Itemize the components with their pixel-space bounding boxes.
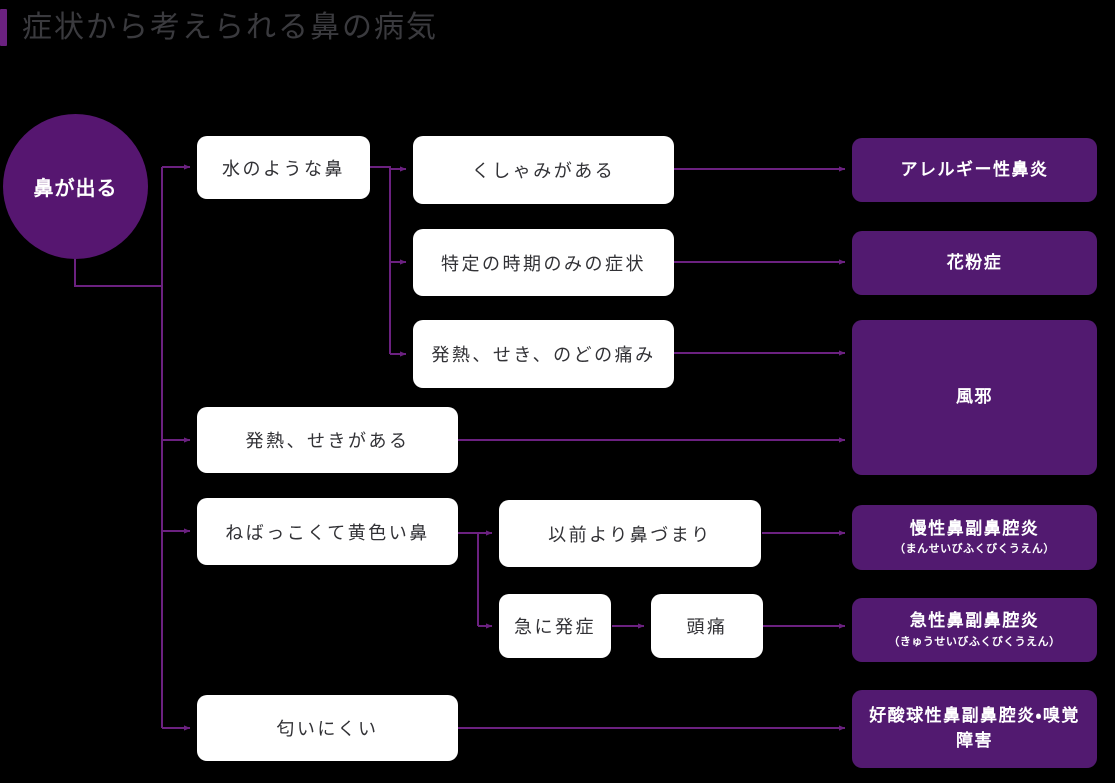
node-symptom-worse-congestion[interactable]: 以前より鼻づまり: [499, 500, 761, 567]
node-root-symptom[interactable]: 鼻が出る: [3, 114, 148, 259]
node-symptom-fever-cough[interactable]: 発熱、せきがある: [197, 407, 458, 473]
node-label: アレルギー性鼻炎: [900, 159, 1049, 179]
node-disease-acute-sinusitis[interactable]: 急性鼻副鼻腔炎 （きゅうせいびふくびくうえん）: [852, 598, 1097, 662]
node-disease-chronic-sinusitis[interactable]: 慢性鼻副鼻腔炎 （まんせいびふくびくうえん）: [852, 505, 1097, 570]
node-label: 好酸球性鼻副鼻腔炎・嗅覚障害: [869, 706, 1080, 750]
node-symptom-hard-to-smell[interactable]: 匂いにくい: [197, 695, 458, 761]
node-label: 発熱、せきがある: [245, 431, 410, 451]
node-label: ねばっこくて黄色い鼻: [225, 522, 430, 543]
node-label: 風邪: [956, 387, 993, 407]
node-label: 特定の時期のみの症状: [441, 253, 646, 274]
node-label: 急に発症: [514, 617, 596, 637]
node-disease-allergic-rhinitis[interactable]: アレルギー性鼻炎: [852, 138, 1097, 202]
node-label: 慢性鼻副鼻腔炎: [909, 518, 1040, 538]
node-symptom-fever-cough-sorethroat[interactable]: 発熱、せき、のどの痛み: [413, 320, 674, 388]
node-label-ruby: （まんせいびふくびくうえん）: [894, 543, 1055, 556]
node-symptom-sudden-onset[interactable]: 急に発症: [499, 594, 611, 658]
node-label: 頭痛: [686, 617, 728, 637]
node-label-ruby: （きゅうせいびふくびくうえん）: [888, 635, 1061, 648]
page-header: 症状から考えられる鼻の病気: [0, 0, 1115, 62]
node-label: くしゃみがある: [471, 161, 616, 181]
node-symptom-headache[interactable]: 頭痛: [651, 594, 763, 658]
node-disease-common-cold[interactable]: 風邪: [852, 320, 1097, 475]
node-label: 鼻が出る: [33, 178, 118, 200]
title-accent-bar: [0, 9, 7, 46]
node-symptom-sneezing[interactable]: くしゃみがある: [413, 136, 674, 204]
node-label: 発熱、せき、のどの痛み: [431, 345, 656, 365]
node-label: 花粉症: [946, 252, 1003, 272]
node-symptom-sticky-yellow-nose[interactable]: ねばっこくて黄色い鼻: [197, 498, 458, 565]
node-label: 水のような鼻: [222, 158, 345, 179]
node-symptom-seasonal-only[interactable]: 特定の時期のみの症状: [413, 229, 674, 296]
node-label: 急性鼻副鼻腔炎: [909, 611, 1040, 631]
page-title: 症状から考えられる鼻の病気: [22, 11, 438, 44]
node-disease-eosinophilic-sinusitis-anosmia[interactable]: 好酸球性鼻副鼻腔炎・嗅覚障害: [852, 690, 1097, 768]
node-disease-hay-fever[interactable]: 花粉症: [852, 231, 1097, 295]
node-symptom-watery-nose[interactable]: 水のような鼻: [197, 136, 370, 199]
node-label: 以前より鼻づまり: [548, 524, 712, 545]
node-label: 匂いにくい: [276, 719, 379, 739]
